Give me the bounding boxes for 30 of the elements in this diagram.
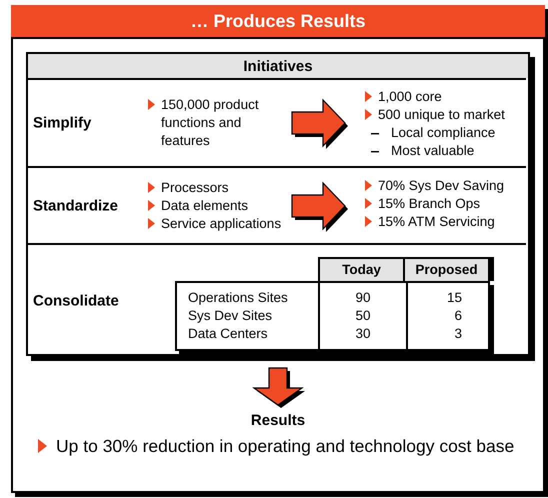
row-label: Data Centers <box>187 325 269 343</box>
list-item: Service applications <box>161 215 282 233</box>
table-value: 15 <box>446 289 463 307</box>
title-banner: … Produces Results <box>11 5 545 39</box>
results-heading: Results <box>250 412 306 429</box>
table-value: 6 <box>453 307 463 325</box>
list-item: 15% Branch Ops <box>378 195 480 213</box>
table-value: 90 <box>354 289 372 307</box>
panel-heading: Initiatives <box>28 54 528 78</box>
list-item: Processors <box>161 179 229 197</box>
table-value: 50 <box>354 307 372 325</box>
row-heading: Standardize <box>33 197 118 214</box>
row-heading: Consolidate <box>33 292 119 309</box>
row-label: Sys Dev Sites <box>187 307 274 325</box>
list-item: Local compliance <box>391 124 496 142</box>
list-item: 15% ATM Servicing <box>378 213 495 231</box>
block-arrow <box>252 367 305 408</box>
list-item: 150,000 product functions and features <box>161 96 260 150</box>
list-item: 70% Sys Dev Saving <box>378 177 504 195</box>
table-value: 30 <box>354 325 372 343</box>
list-item: Data elements <box>161 197 248 215</box>
row-label: Operations Sites <box>187 289 289 307</box>
result-text: Up to 30% reduction in operating and technology cost base <box>56 435 514 458</box>
table-value: 3 <box>453 325 463 343</box>
list-item: 500 unique to market <box>378 106 505 124</box>
initiative-row <box>26 243 526 356</box>
column-header: Today <box>341 261 382 279</box>
row-heading: Simplify <box>33 114 92 132</box>
list-item: 1,000 core <box>378 88 442 106</box>
list-item: Most valuable <box>391 142 474 160</box>
